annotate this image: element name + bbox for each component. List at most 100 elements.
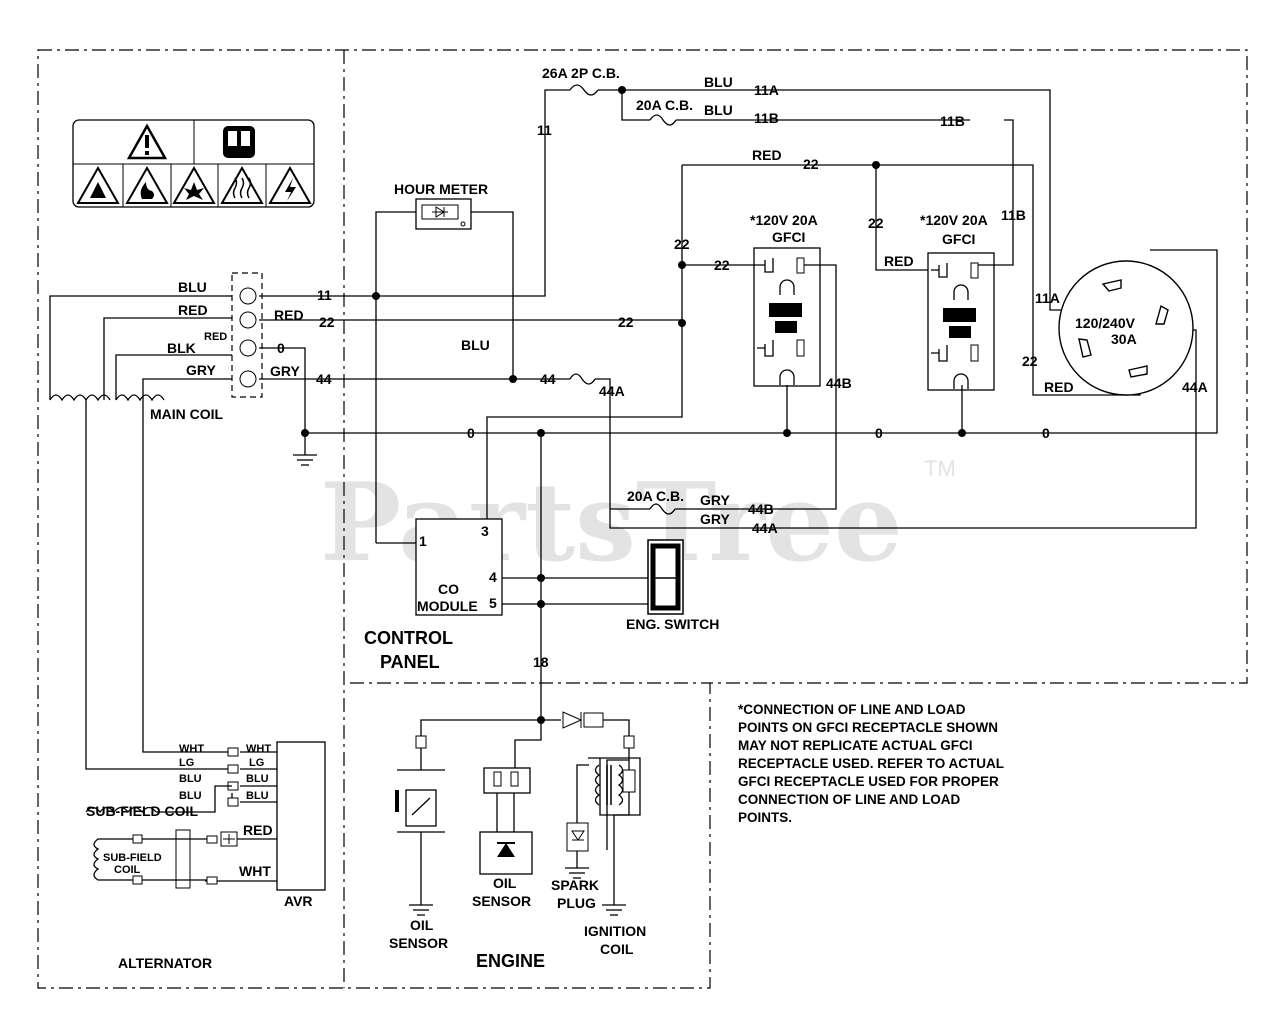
co-pin-5: 5	[489, 595, 497, 611]
harness-blu-right-2: BLU	[246, 790, 269, 802]
cb-26a-symbol	[569, 84, 599, 96]
gfci-left-reset: RESET	[773, 303, 798, 312]
sub-field-coil-label: SUB-FIELD COIL	[86, 803, 198, 819]
cb-20a-bottom-symbol	[649, 503, 676, 515]
watermark-brand: PartsTree	[320, 460, 903, 586]
wire-44b-bottom: 44B	[748, 501, 774, 517]
note-line: RECEPTACLE USED. REFER TO ACTUAL	[738, 756, 1004, 771]
harness-wht-left: WHT	[179, 743, 204, 755]
wire-red-gfci: RED	[884, 253, 914, 269]
co-pin-3: 3	[481, 523, 489, 539]
co-pin-1: 1	[419, 533, 427, 549]
ignition-coil-label-1: IGNITION	[584, 923, 646, 939]
junction-dots	[301, 86, 966, 724]
hot-surface-icon	[220, 165, 264, 204]
wire-red-right: RED	[1044, 379, 1074, 395]
wire-blu-top: BLU	[704, 74, 733, 90]
spark-plug-label-1: SPARK	[551, 877, 599, 893]
hour-meter	[415, 198, 472, 230]
shock-hazard-icon	[268, 165, 312, 204]
gfci-left-test: TEST	[777, 324, 796, 331]
wire-0-mid: 0	[875, 425, 883, 441]
twistlock-amps: 30A	[1111, 331, 1137, 347]
wire-44b-vertical: 44B	[826, 375, 852, 391]
harness-lg-left: LG	[179, 757, 194, 769]
toxic-fumes-icon	[76, 165, 120, 204]
gfci-right-test: TEST	[951, 329, 970, 336]
section-boundaries	[37, 49, 1248, 989]
cb-44-symbol	[569, 373, 596, 385]
avr-label: AVR	[284, 893, 313, 909]
sub-field-label-1: SUB-FIELD	[103, 852, 162, 864]
circuit-breakers	[569, 84, 677, 515]
wire-blu-center: BLU	[461, 337, 490, 353]
engine-components	[395, 711, 641, 905]
co-pin-4: 4	[489, 569, 497, 585]
control-panel-title-2: PANEL	[380, 652, 440, 672]
wire-22-terminal: 22	[319, 314, 335, 330]
fire-hazard-icon	[125, 165, 169, 204]
cb-20a-top-label: 20A C.B.	[636, 97, 693, 113]
twistlock-rating: 120/240V	[1075, 315, 1136, 331]
gfci-right-rating: *120V 20A	[920, 212, 988, 228]
harness-wht-right: WHT	[246, 743, 271, 755]
ignition-coil-label-2: COIL	[600, 941, 634, 957]
stator-blk: BLK	[167, 340, 196, 356]
ground-symbols	[293, 454, 626, 916]
wire-22-center: 22	[618, 314, 634, 330]
cb-main-label: 26A 2P C.B.	[542, 65, 620, 81]
read-manual-icon	[223, 126, 255, 158]
gfci-right-type: GFCI	[942, 231, 975, 247]
wire-11b-vertical: 11B	[1001, 207, 1026, 223]
harness-lg-right: LG	[249, 757, 264, 769]
note-line: POINTS.	[738, 810, 792, 825]
note-line: MAY NOT REPLICATE ACTUAL GFCI	[738, 738, 973, 753]
warning-label	[72, 119, 315, 208]
stator-red: RED	[178, 302, 208, 318]
main-coil	[49, 394, 232, 770]
wire-11a-vertical: 11A	[1035, 290, 1060, 306]
cb-20a-top-symbol	[649, 114, 677, 126]
gfci-right: RESET TEST	[927, 252, 995, 391]
oil-sensor-b-label-1: OIL	[410, 917, 434, 933]
stator-red-small: RED	[204, 331, 227, 343]
watermark-tm: TM	[924, 456, 956, 481]
avr-harness	[85, 741, 326, 891]
wire-18: 18	[533, 654, 549, 670]
wire-22-right: 22	[1022, 353, 1038, 369]
oil-sensor-label-1: OIL	[493, 875, 517, 891]
note-line: *CONNECTION OF LINE AND LOAD	[738, 702, 966, 717]
avr-wht: WHT	[239, 863, 271, 879]
wire-22-gfci: 22	[714, 257, 730, 273]
wire-11a-top: 11A	[754, 82, 779, 98]
gfci-left-type: GFCI	[772, 229, 805, 245]
co-module-label-2: MODULE	[417, 598, 478, 614]
wire-red-terminal: RED	[274, 307, 304, 323]
wire-11b-right: 11B	[940, 113, 965, 129]
stator-terminal-block	[231, 272, 263, 398]
sub-field-label-2: COIL	[114, 864, 141, 876]
note-line: GFCI RECEPTACLE USED FOR PROPER	[738, 774, 999, 789]
stator-gry: GRY	[186, 362, 216, 378]
wire-red-top: RED	[752, 147, 782, 163]
spark-plug-label-2: PLUG	[557, 895, 596, 911]
wire-blu-11b: BLU	[704, 102, 733, 118]
wire-0-left: 0	[467, 425, 475, 441]
gfci-right-reset: RESET	[947, 308, 972, 317]
eng-switch-label: ENG. SWITCH	[626, 616, 719, 632]
wire-22-top: 22	[803, 156, 819, 172]
hour-meter-label: HOUR METER	[394, 181, 488, 197]
twistlock-receptacle	[1058, 260, 1194, 396]
harness-blu-left: BLU	[179, 773, 202, 785]
engine-switch	[647, 539, 684, 615]
explosion-hazard-icon	[172, 165, 216, 204]
avr-red: RED	[243, 822, 273, 838]
wire-44-center: 44	[540, 371, 556, 387]
wire-gry-44b: GRY	[700, 492, 730, 508]
harness-blu-right: BLU	[246, 773, 269, 785]
oil-sensor-b-label-2: SENSOR	[389, 935, 448, 951]
alternator-title: ALTERNATOR	[118, 955, 212, 971]
main-coil-label: MAIN COIL	[150, 406, 224, 422]
harness-blu-left-2: BLU	[179, 790, 202, 802]
engine-title: ENGINE	[476, 951, 545, 971]
